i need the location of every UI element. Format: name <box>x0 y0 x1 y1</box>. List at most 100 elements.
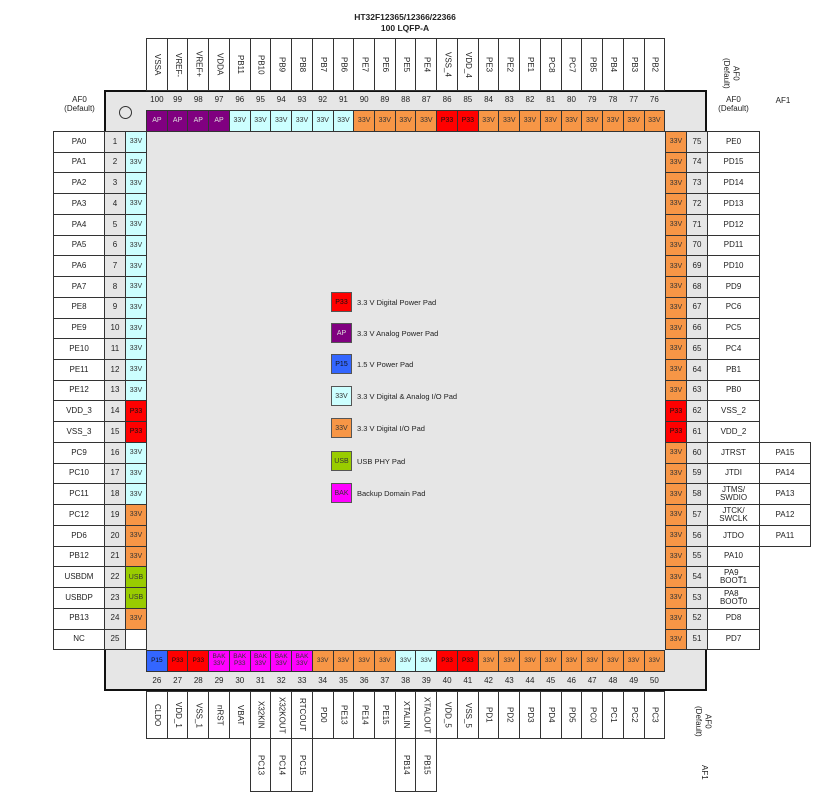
pad-type-cell-text: 33V <box>669 262 683 270</box>
pin-number: 34 <box>312 671 334 692</box>
pin-number: 72 <box>686 193 708 215</box>
pin-number-text: 11 <box>110 343 120 353</box>
pad-type-cell-text: 33V <box>129 614 143 622</box>
pin-name-left-text: USBDP <box>65 592 93 602</box>
pad-type-cell-text: 33V <box>295 117 309 125</box>
pad-type-cell-text: USB <box>128 573 144 581</box>
pad-type-cell: P33 <box>665 400 687 423</box>
pin-number-text: 48 <box>608 676 618 686</box>
pad-type-cell: 33V <box>125 213 147 236</box>
pad-type-cell-text: 33V <box>669 386 683 394</box>
pin-af1-bottom: PC15 <box>291 738 313 792</box>
pad-type-cell: 33V <box>622 110 645 132</box>
pin-name-right: JTRST <box>707 441 760 464</box>
pin-number: 19 <box>104 504 126 526</box>
pin-number-text: 57 <box>692 509 702 519</box>
legend-label: USB PHY Pad <box>357 457 406 466</box>
pin-number-text: 44 <box>525 676 535 686</box>
pin-number-text: 30 <box>235 676 245 686</box>
pin-number: 1 <box>104 131 126 153</box>
pin-number: 68 <box>686 276 708 298</box>
pin-number: 62 <box>686 400 708 423</box>
pad-type-cell: 33V <box>125 276 147 298</box>
pin-name-bottom-text: VSS_1 <box>194 702 204 728</box>
pad-type-cell: 33V <box>665 607 687 630</box>
pin-af1-right: PA12 <box>759 504 811 526</box>
pad-type-cell-text: P15 <box>151 656 163 664</box>
pin-number: 100 <box>146 90 168 111</box>
pin-name-bottom: nRST <box>208 691 230 739</box>
pin-number-text: 41 <box>463 676 473 686</box>
pin-number-text: 92 <box>318 95 328 105</box>
pin-name-top-text: PE5 <box>401 56 411 73</box>
pin-number: 59 <box>686 462 708 485</box>
pin-name-left: PC10 <box>53 462 105 485</box>
pin-number-text: 15 <box>110 426 120 436</box>
pin-name-left-text: PC9 <box>71 447 87 457</box>
pin-name-bottom: PE15 <box>374 691 396 739</box>
pin-number-text: 71 <box>692 219 702 229</box>
pin-name-left: PC9 <box>53 441 105 464</box>
pin-name-right: JTDI <box>707 462 760 485</box>
pin-name-bottom: PD0 <box>311 691 334 739</box>
pin-number-text: 33 <box>297 676 307 686</box>
legend-label: 3.3 V Digital I/O Pad <box>357 424 425 433</box>
pad-type-cell-text: 33V <box>648 117 661 125</box>
pad-type-cell-text: 33V <box>607 656 619 664</box>
pad-type-cell-text: 33V <box>129 324 143 332</box>
pad-type-cell-text: 33V <box>254 117 267 125</box>
pin-name-top: PB3 <box>622 38 645 91</box>
pad-type-cell: 33V <box>498 650 521 672</box>
pin-name-right-text: PD13 <box>723 198 744 208</box>
pad-type-cell-text: 33V <box>482 117 495 125</box>
pad-type-cell-text: 33V <box>129 221 143 229</box>
pin-number-text: 84 <box>484 95 493 105</box>
pin-name-top-text: PB5 <box>588 56 598 73</box>
pin-name-top-text: VREF- <box>173 52 183 77</box>
pad-type-cell-text: BAK 33V <box>253 653 267 667</box>
pin-name-right-text: PA8_ BOOT0 <box>719 588 748 606</box>
pin-number-text: 3 <box>112 178 118 188</box>
pad-type-cell: 33V <box>581 650 604 672</box>
pin-number: 31 <box>250 671 272 692</box>
pad-type-cell: P33 <box>436 110 458 132</box>
pad-type-cell: 33V <box>539 110 562 132</box>
pin-name-left-text: PC10 <box>68 468 89 478</box>
pad-type-cell: 33V <box>665 296 687 319</box>
pad-type-cell: 33V <box>665 276 687 298</box>
pad-type-cell-text: 33V <box>233 117 246 125</box>
pin-name-right-text: PD15 <box>723 157 744 167</box>
pin-number: 67 <box>686 296 708 319</box>
pin-number-text: 47 <box>587 676 597 686</box>
pad-type-cell-text: 33V <box>669 241 683 249</box>
pad-type-cell-text: 33V <box>503 656 516 664</box>
pin-name-bottom-text: PE14 <box>360 705 370 725</box>
pad-type-cell: 33V <box>415 110 438 132</box>
pin-number-text: 54 <box>692 571 702 581</box>
pin-number-text: 91 <box>338 95 348 105</box>
pad-type-cell: USB <box>125 566 147 589</box>
pin-name-bottom: PD3 <box>519 691 541 739</box>
pad-type-cell: P33 <box>665 421 687 443</box>
pin-number: 56 <box>686 524 708 547</box>
pin-number-text: 6 <box>112 240 118 250</box>
pin-name-bottom: VSS_1 <box>187 691 210 739</box>
pin-number: 41 <box>457 671 479 692</box>
pad-type-cell-text: P33 <box>462 656 474 664</box>
legend-swatch-p15: P15 <box>331 354 352 374</box>
pad-type-cell: 33V <box>665 379 687 402</box>
pin-name-right: PD9 <box>707 276 760 298</box>
pad-type-cell: 33V <box>665 234 687 257</box>
pin-name-bottom-text: VDD_1 <box>173 702 183 728</box>
pin-name-bottom-text: PE13 <box>339 705 349 725</box>
pin-name-right: PA9_ BOOT1 <box>707 566 760 589</box>
pin-number-text: 27 <box>173 676 183 686</box>
pin-number: 32 <box>270 671 292 692</box>
pin-number-text: 74 <box>692 157 702 167</box>
pad-type-cell: 33V <box>125 255 147 278</box>
pin-name-left-text: PE8 <box>71 302 87 312</box>
pin-af1-bottom: PC13 <box>249 738 272 792</box>
pad-type-cell-text: 33V <box>669 283 683 291</box>
pin-number-text: 39 <box>421 676 431 686</box>
pin-name-right-text: JTDI <box>725 468 742 478</box>
